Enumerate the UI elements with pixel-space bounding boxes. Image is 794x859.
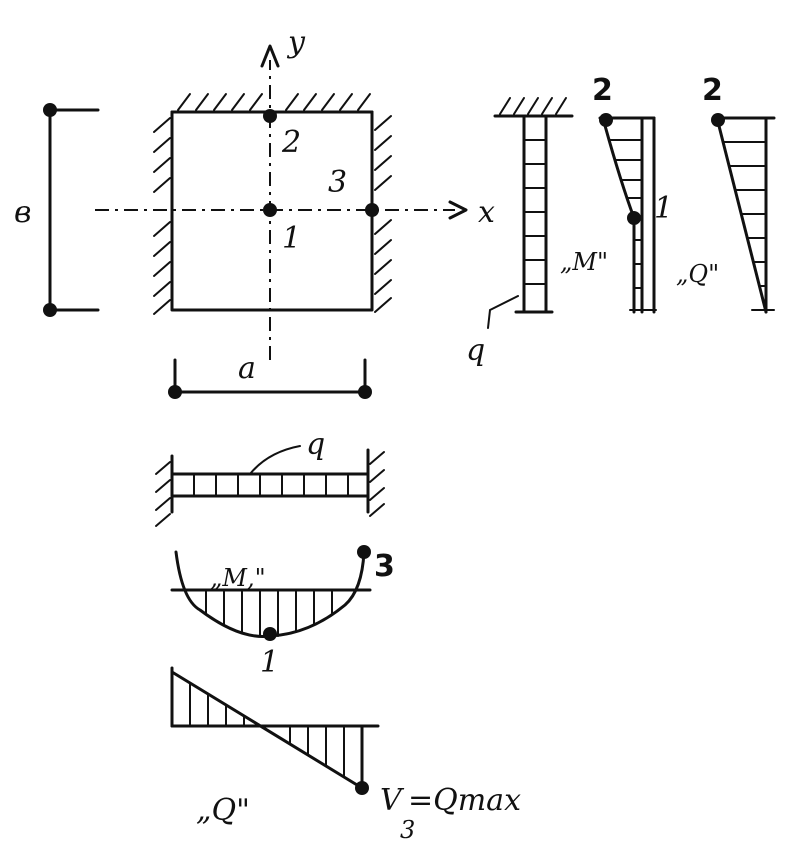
vertical-strip-support-hatch [499,97,567,115]
vertical-moment-point-1: 1 [654,191,673,226]
point-1-label: 1 [282,221,301,256]
point-3-label: 3 [328,165,347,200]
axis-x-arrow [448,200,468,220]
reaction-v-label: V [380,783,405,818]
horizontal-strip-load-leader [249,445,301,475]
vertical-shear-point-2: 2 [702,73,723,108]
horizontal-moment-label: „M," [210,564,266,592]
horizontal-strip-left-hatch [155,461,171,527]
point-2-label: 2 [281,125,301,160]
horizontal-moment-point-1: 1 [260,645,279,680]
plate-figure: y x 2 1 3 в a [14,25,495,399]
vertical-strip-figure: q 2 1 „M" [466,73,776,368]
horizontal-strip-figure: q „M," 3 1 [155,427,521,844]
left-support-hatch [153,117,171,315]
axis-y-arrow [260,44,280,68]
horizontal-moment-point-3: 3 [374,549,395,584]
axis-y-label: y [286,25,306,60]
axis-x-label: x [478,195,495,230]
dimension-width [168,358,372,399]
vertical-shear-label: „Q" [676,260,719,288]
horizontal-shear-label: „Q" [196,793,250,828]
vertical-strip-beam [514,114,554,314]
horizontal-moment-diagram [170,545,372,641]
vertical-moment-point-2: 2 [592,73,613,108]
vertical-strip-load-label: q [466,333,485,368]
dimension-height-label: в [14,195,31,230]
horizontal-shear-diagram [170,666,380,795]
dimension-height [43,103,100,317]
right-support-hatch [374,115,392,313]
horizontal-strip-right-hatch [369,451,385,517]
point-3-marker [365,203,379,217]
vertical-moment-label: „M" [560,248,608,276]
dimension-width-label: a [238,351,256,386]
vertical-moment-diagram [598,113,657,314]
vertical-strip-load-leader [487,295,519,329]
horizontal-strip-beam [170,448,370,514]
reaction-subscript: 3 [400,816,415,844]
horizontal-strip-load-label: q [306,427,325,462]
vertical-shear-diagram [711,113,776,314]
reaction-equation: =Qmax [408,783,521,818]
point-2-marker [263,109,277,123]
point-1-marker [263,203,277,217]
